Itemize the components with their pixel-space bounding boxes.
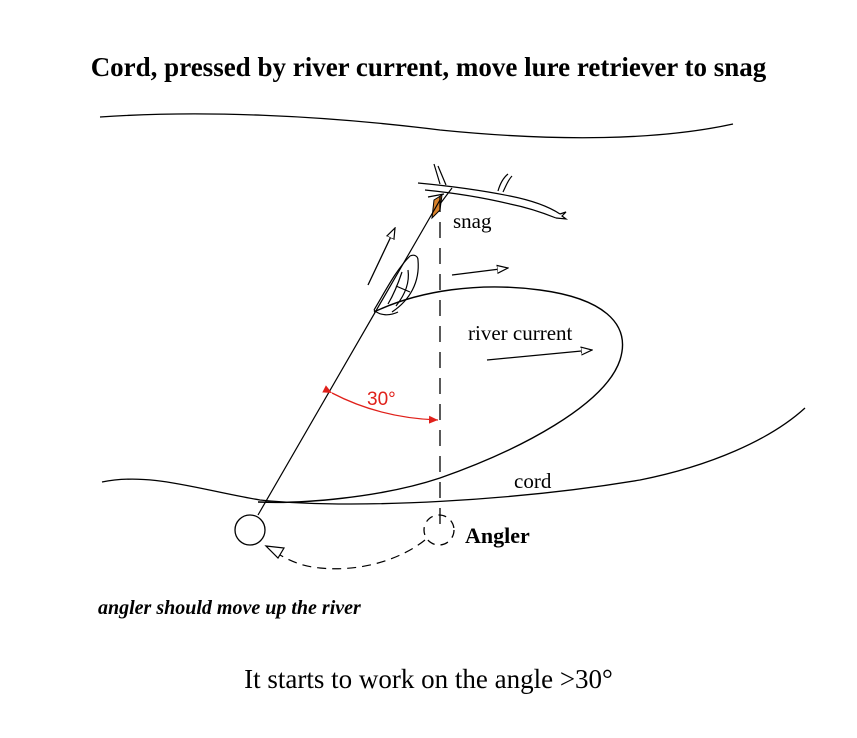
river-current-arrow	[486, 350, 592, 361]
cord-label: cord	[514, 469, 552, 493]
diagram-title: Cord, pressed by river current, move lur…	[90, 52, 767, 82]
instruction-note: angler should move up the river	[98, 597, 361, 619]
angle-condition-text: It starts to work on the angle >30°	[244, 664, 613, 694]
cord-line	[257, 199, 441, 516]
angler-move-arrowhead	[264, 545, 285, 559]
angler-label: Angler	[465, 523, 530, 548]
angle-label: 30°	[367, 389, 396, 410]
snag-label: snag	[453, 209, 492, 233]
retriever-direction-arrow	[367, 228, 395, 286]
small-current-arrow	[451, 268, 508, 276]
angler-original-position-icon	[423, 514, 455, 546]
cord-loop	[257, 286, 624, 504]
angle-arc	[322, 385, 439, 424]
river-current-label: river current	[468, 321, 573, 345]
far-river-bank	[99, 113, 734, 139]
angler-new-position-icon	[234, 514, 266, 546]
snag-branch	[417, 163, 569, 220]
lure-retriever-icon	[373, 254, 419, 316]
angler-move-arrow	[274, 539, 426, 570]
near-river-bank	[101, 407, 806, 505]
